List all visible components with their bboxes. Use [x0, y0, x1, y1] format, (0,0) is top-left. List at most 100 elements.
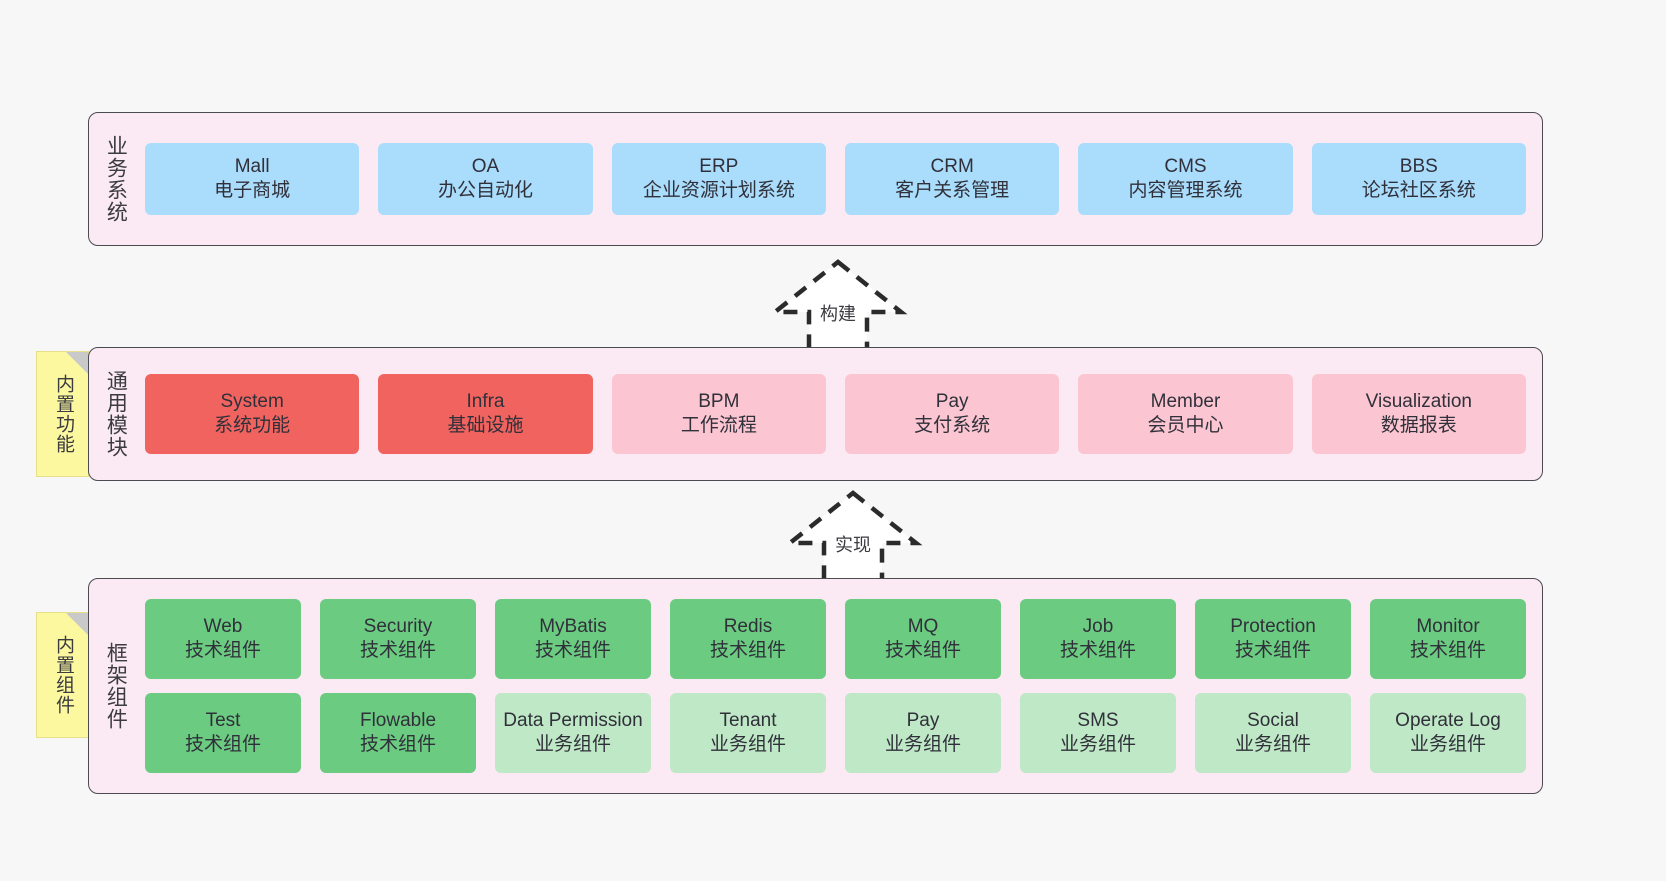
note-builtin-components: 内置组件 — [36, 612, 89, 738]
node-mq-name: MQ — [907, 615, 939, 637]
node-erp-name: ERP — [699, 155, 739, 177]
connector-realize-label: 实现 — [835, 535, 871, 555]
connector-realize: 实现 — [778, 487, 928, 586]
node-crm-name: CRM — [930, 155, 974, 177]
node-infra[interactable]: Infra 基础设施 — [378, 374, 593, 454]
node-job[interactable]: Job 技术组件 — [1020, 599, 1176, 679]
node-oa[interactable]: OA 办公自动化 — [378, 143, 593, 215]
note-fold-icon — [66, 613, 88, 635]
node-mall-name: Mall — [234, 155, 270, 177]
layer-framework-body: Web 技术组件 Security 技术组件 MyBatis 技术组件 Redi… — [141, 579, 1542, 793]
node-web-name: Web — [203, 615, 243, 637]
layer-business-systems: 业务系统 Mall 电子商城 OA 办公自动化 ERP 企业资源计划系统 CRM… — [88, 112, 1543, 246]
node-tenant-sub: 业务组件 — [709, 734, 786, 755]
layer-common-modules: 通用模块 System 系统功能 Infra 基础设施 BPM 工作流程 Pay… — [88, 347, 1543, 481]
node-redis[interactable]: Redis 技术组件 — [670, 599, 826, 679]
node-protection[interactable]: Protection 技术组件 — [1195, 599, 1351, 679]
node-pay-component-name: Pay — [906, 709, 940, 731]
layer-framework-components: 框架组件 Web 技术组件 Security 技术组件 MyBatis 技术组件… — [88, 578, 1543, 794]
node-cms-sub: 内容管理系统 — [1128, 180, 1243, 201]
node-job-sub: 技术组件 — [1059, 640, 1136, 661]
layer-common-body: System 系统功能 Infra 基础设施 BPM 工作流程 Pay 支付系统… — [141, 348, 1542, 480]
node-pay-module-sub: 支付系统 — [914, 415, 991, 436]
node-operate-log[interactable]: Operate Log 业务组件 — [1370, 693, 1526, 773]
node-visualization[interactable]: Visualization 数据报表 — [1311, 374, 1526, 454]
node-mall-sub: 电子商城 — [214, 180, 291, 201]
node-social[interactable]: Social 业务组件 — [1195, 693, 1351, 773]
node-security-sub: 技术组件 — [359, 640, 436, 661]
layer-framework-row-business: Test 技术组件 Flowable 技术组件 Data Permission … — [145, 693, 1526, 773]
node-web[interactable]: Web 技术组件 — [145, 599, 301, 679]
node-member-name: Member — [1150, 390, 1221, 412]
node-infra-sub: 基础设施 — [447, 415, 524, 436]
node-monitor-name: Monitor — [1416, 615, 1480, 637]
node-bpm[interactable]: BPM 工作流程 — [611, 374, 826, 454]
node-pay-module[interactable]: Pay 支付系统 — [844, 374, 1060, 454]
node-security[interactable]: Security 技术组件 — [320, 599, 476, 679]
node-erp[interactable]: ERP 企业资源计划系统 — [611, 143, 826, 215]
node-data-permission-name: Data Permission — [503, 709, 643, 731]
node-infra-name: Infra — [466, 390, 505, 412]
node-pay-component[interactable]: Pay 业务组件 — [845, 693, 1001, 773]
node-mq-sub: 技术组件 — [884, 640, 961, 661]
node-protection-name: Protection — [1230, 615, 1316, 637]
node-crm-sub: 客户关系管理 — [895, 180, 1010, 201]
node-test-name: Test — [205, 709, 241, 731]
note-builtin-components-label: 内置组件 — [52, 635, 74, 715]
node-sms[interactable]: SMS 业务组件 — [1020, 693, 1176, 773]
node-social-sub: 业务组件 — [1234, 734, 1311, 755]
node-cms-name: CMS — [1164, 155, 1207, 177]
node-system-sub: 系统功能 — [214, 415, 291, 436]
note-fold-icon — [66, 352, 88, 374]
node-bpm-name: BPM — [698, 390, 740, 412]
node-pay-module-name: Pay — [935, 390, 969, 412]
layer-business-title: 业务系统 — [104, 135, 128, 223]
connector-build-label: 构建 — [820, 304, 856, 324]
layer-common-row: System 系统功能 Infra 基础设施 BPM 工作流程 Pay 支付系统… — [145, 374, 1526, 454]
node-operate-log-name: Operate Log — [1395, 709, 1501, 731]
node-mybatis[interactable]: MyBatis 技术组件 — [495, 599, 651, 679]
node-visualization-sub: 数据报表 — [1380, 415, 1457, 436]
layer-business-body: Mall 电子商城 OA 办公自动化 ERP 企业资源计划系统 CRM 客户关系… — [141, 113, 1542, 245]
node-sms-name: SMS — [1077, 709, 1119, 731]
layer-framework-title: 框架组件 — [104, 642, 128, 730]
node-monitor-sub: 技术组件 — [1409, 640, 1486, 661]
node-web-sub: 技术组件 — [184, 640, 261, 661]
layer-business-row: Mall 电子商城 OA 办公自动化 ERP 企业资源计划系统 CRM 客户关系… — [145, 143, 1526, 215]
node-oa-name: OA — [471, 155, 500, 177]
note-builtin-functions-label: 内置功能 — [52, 374, 74, 454]
node-job-name: Job — [1082, 615, 1114, 637]
node-redis-name: Redis — [723, 615, 773, 637]
node-test[interactable]: Test 技术组件 — [145, 693, 301, 773]
node-tenant-name: Tenant — [719, 709, 777, 731]
node-mybatis-sub: 技术组件 — [534, 640, 611, 661]
node-member[interactable]: Member 会员中心 — [1078, 374, 1293, 454]
node-system[interactable]: System 系统功能 — [145, 374, 360, 454]
node-mq[interactable]: MQ 技术组件 — [845, 599, 1001, 679]
node-oa-sub: 办公自动化 — [437, 180, 533, 201]
node-mall[interactable]: Mall 电子商城 — [145, 143, 360, 215]
node-bbs-sub: 论坛社区系统 — [1361, 180, 1476, 201]
node-sms-sub: 业务组件 — [1059, 734, 1136, 755]
node-monitor[interactable]: Monitor 技术组件 — [1370, 599, 1526, 679]
note-builtin-functions: 内置功能 — [36, 351, 89, 477]
node-tenant[interactable]: Tenant 业务组件 — [670, 693, 826, 773]
node-cms[interactable]: CMS 内容管理系统 — [1078, 143, 1293, 215]
layer-framework-row-tech: Web 技术组件 Security 技术组件 MyBatis 技术组件 Redi… — [145, 599, 1526, 679]
node-bpm-sub: 工作流程 — [680, 415, 757, 436]
node-mybatis-name: MyBatis — [539, 615, 607, 637]
node-bbs[interactable]: BBS 论坛社区系统 — [1311, 143, 1526, 215]
node-social-name: Social — [1247, 709, 1299, 731]
node-system-name: System — [220, 390, 284, 412]
node-data-permission[interactable]: Data Permission 业务组件 — [495, 693, 651, 773]
node-data-permission-sub: 业务组件 — [534, 734, 611, 755]
node-flowable[interactable]: Flowable 技术组件 — [320, 693, 476, 773]
node-flowable-sub: 技术组件 — [359, 734, 436, 755]
node-protection-sub: 技术组件 — [1234, 640, 1311, 661]
node-crm[interactable]: CRM 客户关系管理 — [844, 143, 1060, 215]
node-flowable-name: Flowable — [359, 709, 437, 731]
node-bbs-name: BBS — [1399, 155, 1438, 177]
node-test-sub: 技术组件 — [184, 734, 261, 755]
node-visualization-name: Visualization — [1365, 390, 1472, 412]
